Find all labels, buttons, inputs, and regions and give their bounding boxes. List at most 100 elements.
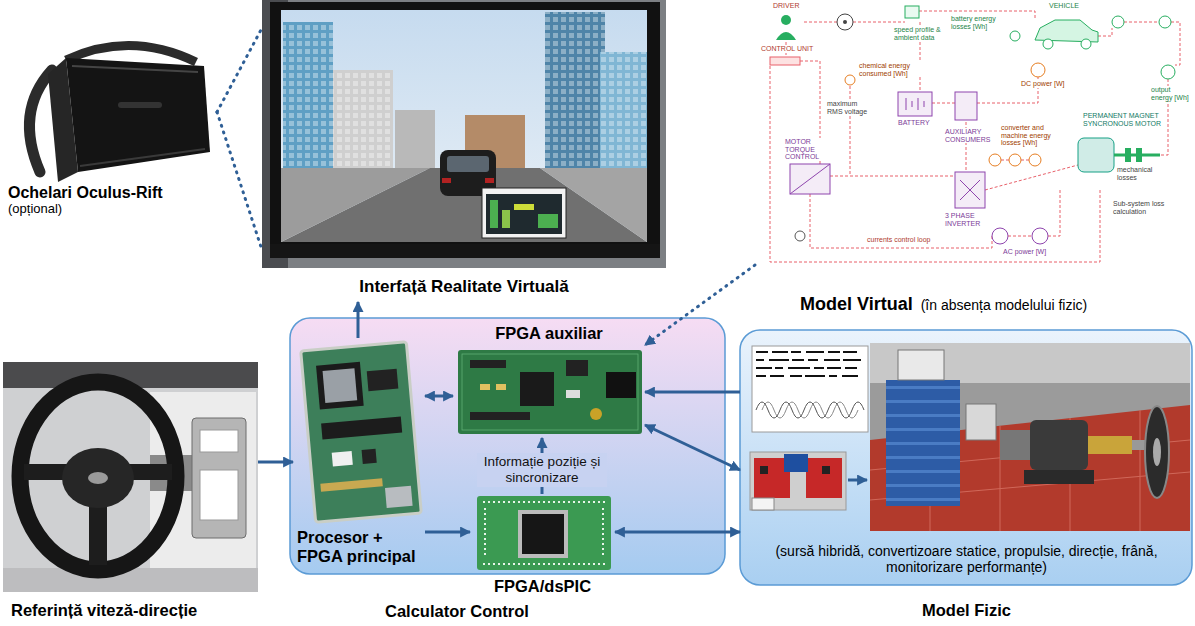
schematic-label: currents control loop — [866, 236, 931, 244]
virtual-model-schematic — [989, 154, 1001, 166]
virtual-model-schematic — [770, 66, 1100, 262]
steering-wheel-photo — [3, 568, 258, 592]
oculus-headset — [29, 45, 210, 182]
schematic-label: maximum RMS voltage — [826, 100, 874, 115]
virtual-model-schematic — [1171, 22, 1180, 65]
fpga-dspic-board — [518, 510, 568, 558]
virtual-model-schematic — [804, 22, 837, 23]
steering-wheel-photo — [88, 472, 108, 484]
virtual-model-schematic — [1161, 65, 1175, 79]
test-bench-photo — [898, 350, 944, 380]
processor-board — [332, 451, 353, 467]
virtual-model-schematic — [1098, 28, 1112, 36]
oscilloscope-capture — [756, 359, 861, 361]
virtual-model-schematic — [985, 165, 1078, 190]
node-label: Calculator Control — [385, 602, 529, 621]
internal-arrow — [848, 480, 867, 481]
processor-board — [316, 362, 364, 410]
test-bench-photo — [870, 343, 1190, 531]
virtual-model-schematic — [1136, 148, 1142, 162]
fpga-dspic-board — [485, 508, 603, 558]
arrow-connector — [425, 395, 453, 398]
virtual-model-schematic — [955, 92, 977, 120]
fpga-dspic-board — [522, 514, 564, 554]
vr-screen-photo — [270, 2, 660, 258]
inverter-board — [822, 466, 830, 474]
fpga-dspic-board — [477, 496, 611, 570]
oscilloscope-capture — [752, 346, 868, 432]
physical-model: (sursă hibridă, convertizoare statice, p… — [740, 330, 1193, 622]
processor-board — [320, 478, 382, 491]
virtual-model-schematic — [955, 172, 985, 208]
oscilloscope-capture — [756, 402, 864, 418]
zoom-dotted-line — [217, 112, 262, 250]
virtual-model-schematic — [845, 75, 855, 85]
fpga-aux-board — [606, 372, 636, 398]
inverter-board — [750, 452, 846, 510]
schematic-label: output energy [Wh] — [1150, 86, 1190, 101]
vr-screen-photo — [395, 110, 435, 170]
virtual-model-schematic — [790, 164, 830, 194]
steering-wheel-photo — [192, 418, 246, 538]
test-bench-photo — [886, 380, 960, 506]
fpga-dspic-board — [483, 502, 605, 564]
vr-screen-photo — [485, 178, 494, 183]
node-label: Model Virtual — [800, 294, 913, 315]
vr-screen-photo — [545, 12, 605, 168]
virtual-model-schematic — [830, 176, 955, 177]
virtual-model-schematic — [790, 164, 830, 194]
node-label: FPGA auxiliar — [495, 324, 603, 343]
virtual-model-schematic — [1043, 39, 1053, 49]
fpga-aux-board — [462, 354, 638, 430]
schematic-label: DC power [W] — [1020, 80, 1066, 88]
processor-board — [367, 369, 399, 392]
fpga-aux-board: FPGA auxiliar — [453, 322, 645, 438]
fpga-aux-board — [496, 384, 506, 390]
node-sublabel: (opțional) — [8, 202, 62, 217]
test-bench-photo — [886, 470, 960, 473]
oscilloscope-capture — [762, 402, 858, 418]
fpga-dspic-board — [477, 496, 611, 570]
vr-screen-photo — [545, 12, 605, 168]
virtual-model-schematic — [1010, 31, 1020, 41]
fpga-dspic-board: FPGA/dsPIC — [470, 494, 615, 596]
virtual-model-schematic — [1125, 148, 1131, 162]
processor-board — [323, 368, 358, 403]
node-label: Interfață Realitate Virtuală — [359, 277, 568, 297]
vr-screen-photo — [538, 214, 558, 228]
virtual-model-schematic — [1029, 154, 1041, 166]
vr-screen-photo — [600, 52, 647, 170]
schematic-label: chemical energy consumed [Wh] — [858, 62, 924, 77]
zoom-dotted-line — [217, 112, 262, 250]
test-bench-photo — [886, 498, 960, 501]
vr-screen-photo — [514, 204, 534, 210]
oculus-headset — [29, 70, 52, 172]
fpga-aux-board — [470, 412, 530, 420]
arrow-connector — [645, 425, 740, 470]
virtual-model-schematic — [960, 180, 980, 200]
schematic-label: converter and machine energy losses [Wh] — [1000, 124, 1064, 147]
vr-screen-photo — [333, 70, 393, 170]
oscilloscope-capture — [756, 367, 857, 369]
virtual-model-schematic — [898, 92, 932, 116]
oculus-headset — [66, 58, 210, 172]
fpga-aux-board — [470, 360, 506, 368]
virtual-model-schematic — [757, 2, 1191, 276]
inverter-board — [760, 466, 768, 474]
test-bench-photo — [886, 414, 960, 417]
schematic-label: MOTOR TORQUE CONTROL — [784, 138, 836, 161]
test-bench-photo — [886, 456, 960, 459]
virtual-model-schematic — [932, 103, 955, 104]
test-bench-photo — [886, 400, 960, 403]
steering-wheel-photo — [20, 382, 176, 570]
processor-board — [321, 416, 402, 439]
arrow-connector — [258, 461, 293, 464]
virtual-model-schematic — [776, 32, 796, 40]
virtual-model-schematic — [1048, 190, 1060, 236]
vr-screen-photo — [486, 194, 562, 234]
vr-screen-photo — [482, 188, 566, 238]
internal-arrow — [848, 479, 867, 482]
vr-interface: Interfață Realitate Virtuală — [262, 0, 666, 302]
test-bench-photo — [966, 404, 996, 440]
fpga-aux-board — [458, 350, 642, 434]
